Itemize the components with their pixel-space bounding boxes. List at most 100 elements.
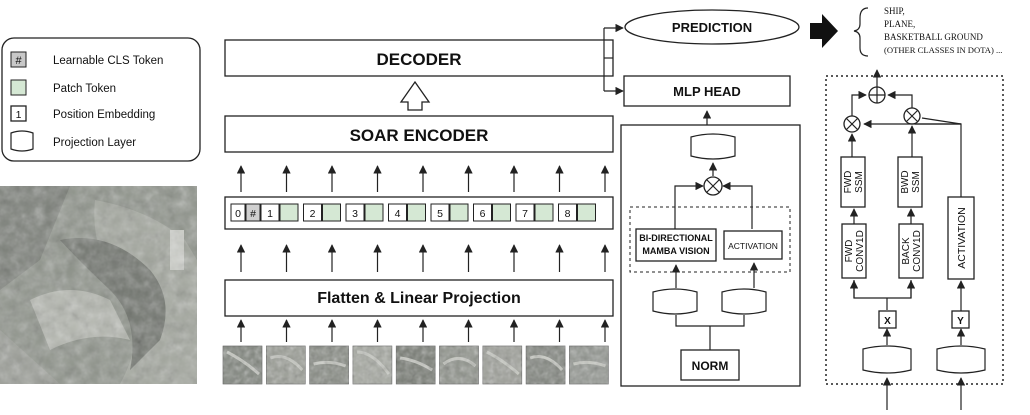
token-label: 6 xyxy=(480,208,486,220)
token-cell-patch xyxy=(322,203,341,222)
token-label: 1 xyxy=(267,208,273,220)
token-label: 2 xyxy=(310,208,316,220)
image-patch-texture xyxy=(569,346,609,384)
norm-label: NORM xyxy=(692,359,729,373)
activation-box xyxy=(723,230,783,260)
legend-pos-symbol: 1 xyxy=(16,109,22,121)
flatten-projection-label: Flatten & Linear Projection xyxy=(317,290,521,307)
bidirectional-mamba-box xyxy=(635,228,717,262)
image-patch-texture xyxy=(482,346,522,384)
token-cell-pos xyxy=(260,203,280,222)
up-arrow-icon xyxy=(399,80,431,111)
token-cell-patch xyxy=(449,203,469,222)
token-cell-patch xyxy=(492,203,511,222)
legend-frame xyxy=(1,37,201,162)
token-label: 7 xyxy=(522,208,528,220)
image-patch-texture xyxy=(223,346,262,384)
token-cell-patch xyxy=(364,203,384,222)
x-input-label: X xyxy=(884,316,891,327)
token-to-encoder-arrows xyxy=(236,165,610,192)
token-label: 8 xyxy=(565,208,571,220)
prediction-ellipse xyxy=(624,9,800,45)
token-cell-pos xyxy=(473,203,492,222)
image-patch-texture xyxy=(396,346,436,384)
projection-layer-icon xyxy=(690,133,736,160)
soar-encoder-box xyxy=(224,115,614,153)
legend: # Learnable CLS Token Patch Token 1 Posi… xyxy=(1,37,201,162)
token-cell-pos xyxy=(345,203,365,222)
fwd-ssm-line2: SSM xyxy=(854,171,865,193)
ssm-detail-block xyxy=(825,75,1004,385)
legend-projection-icon xyxy=(10,130,34,152)
legend-cls-label: Learnable CLS Token xyxy=(53,55,163,67)
token-cell-pos xyxy=(388,203,407,222)
mamba-inner-dashed xyxy=(629,206,791,273)
projection-layer-icon xyxy=(721,288,767,315)
detail-activation-label: ACTIVATION xyxy=(956,207,968,268)
bwd-ssm-line1: BWD xyxy=(900,170,911,193)
bidirectional-line2: MAMBA VISION xyxy=(642,246,709,256)
token-cell-patch xyxy=(577,203,596,222)
projection-layer-icon xyxy=(862,345,912,374)
legend-patch-swatch xyxy=(10,79,27,96)
detail-activation-box xyxy=(947,196,975,280)
image-patch-texture xyxy=(266,346,306,384)
image-patches xyxy=(222,345,609,385)
image-patch-texture xyxy=(439,346,479,384)
x-input-box xyxy=(878,310,897,329)
fwd-conv1d-line2: CONV1D xyxy=(855,230,866,272)
projection-layer-icon xyxy=(936,345,986,374)
soar-encoder-label: SOAR ENCODER xyxy=(350,126,489,145)
prediction-label: PREDICTION xyxy=(672,20,752,35)
token-label: 5 xyxy=(437,208,443,220)
class-item: SHIP, xyxy=(884,6,905,16)
token-cell-pos xyxy=(303,203,322,222)
bidirectional-line1: BI-DIRECTIONAL xyxy=(639,233,713,243)
decoder-label: DECODER xyxy=(376,50,461,69)
token-cell-pos xyxy=(515,203,535,222)
projection-to-token-arrows xyxy=(236,244,610,272)
legend-cls-swatch xyxy=(10,51,27,68)
y-input-label: Y xyxy=(957,316,964,327)
image-patch-texture xyxy=(526,346,566,384)
token-cell-pos xyxy=(558,203,577,222)
legend-pos-label: Position Embedding xyxy=(53,109,155,121)
legend-cls-symbol: # xyxy=(15,55,22,67)
legend-pos-swatch xyxy=(10,105,27,122)
token-cell-patch xyxy=(534,203,554,222)
legend-proj-label: Projection Layer xyxy=(53,137,136,149)
image-patch-texture xyxy=(309,346,349,384)
token-cell-cls xyxy=(245,203,261,222)
token-cell-pos xyxy=(430,203,450,222)
mlp-head-box xyxy=(623,75,791,107)
token-label: 4 xyxy=(395,208,401,220)
fwd-ssm-line1: FWD xyxy=(843,171,854,194)
activation-label: ACTIVATION xyxy=(728,241,778,251)
fwd-conv1d-line1: FWD xyxy=(844,240,855,263)
back-conv1d-line1: BACK xyxy=(901,237,912,265)
aerial-image xyxy=(0,186,197,384)
patch-to-projection-arrows xyxy=(236,319,610,342)
norm-box xyxy=(680,349,740,381)
flatten-projection-box xyxy=(224,279,614,317)
token-cell-patch xyxy=(407,203,426,222)
mlp-head-label: MLP HEAD xyxy=(673,84,741,99)
token-cell-patch xyxy=(279,203,299,222)
bwd-ssm-line2: SSM xyxy=(911,171,922,193)
image-patch-texture xyxy=(352,346,392,384)
bwd-ssm-box xyxy=(897,156,923,208)
token-cell-pos xyxy=(230,203,246,222)
projection-layer-icon xyxy=(652,288,698,315)
fwd-conv1d-box xyxy=(841,223,867,279)
output-arrow-icon xyxy=(810,14,838,48)
fwd-ssm-box xyxy=(840,156,866,208)
token-label: # xyxy=(250,208,256,220)
class-list: SHIP, PLANE, BASKETBALL GROUND (OTHER CL… xyxy=(884,6,1002,55)
back-conv1d-line2: CONV1D xyxy=(912,230,923,272)
token-label: 3 xyxy=(352,208,358,220)
legend-patch-label: Patch Token xyxy=(53,83,116,95)
class-item: (OTHER CLASSES IN DOTA) ... xyxy=(884,45,1002,55)
classes-brace xyxy=(853,7,869,57)
